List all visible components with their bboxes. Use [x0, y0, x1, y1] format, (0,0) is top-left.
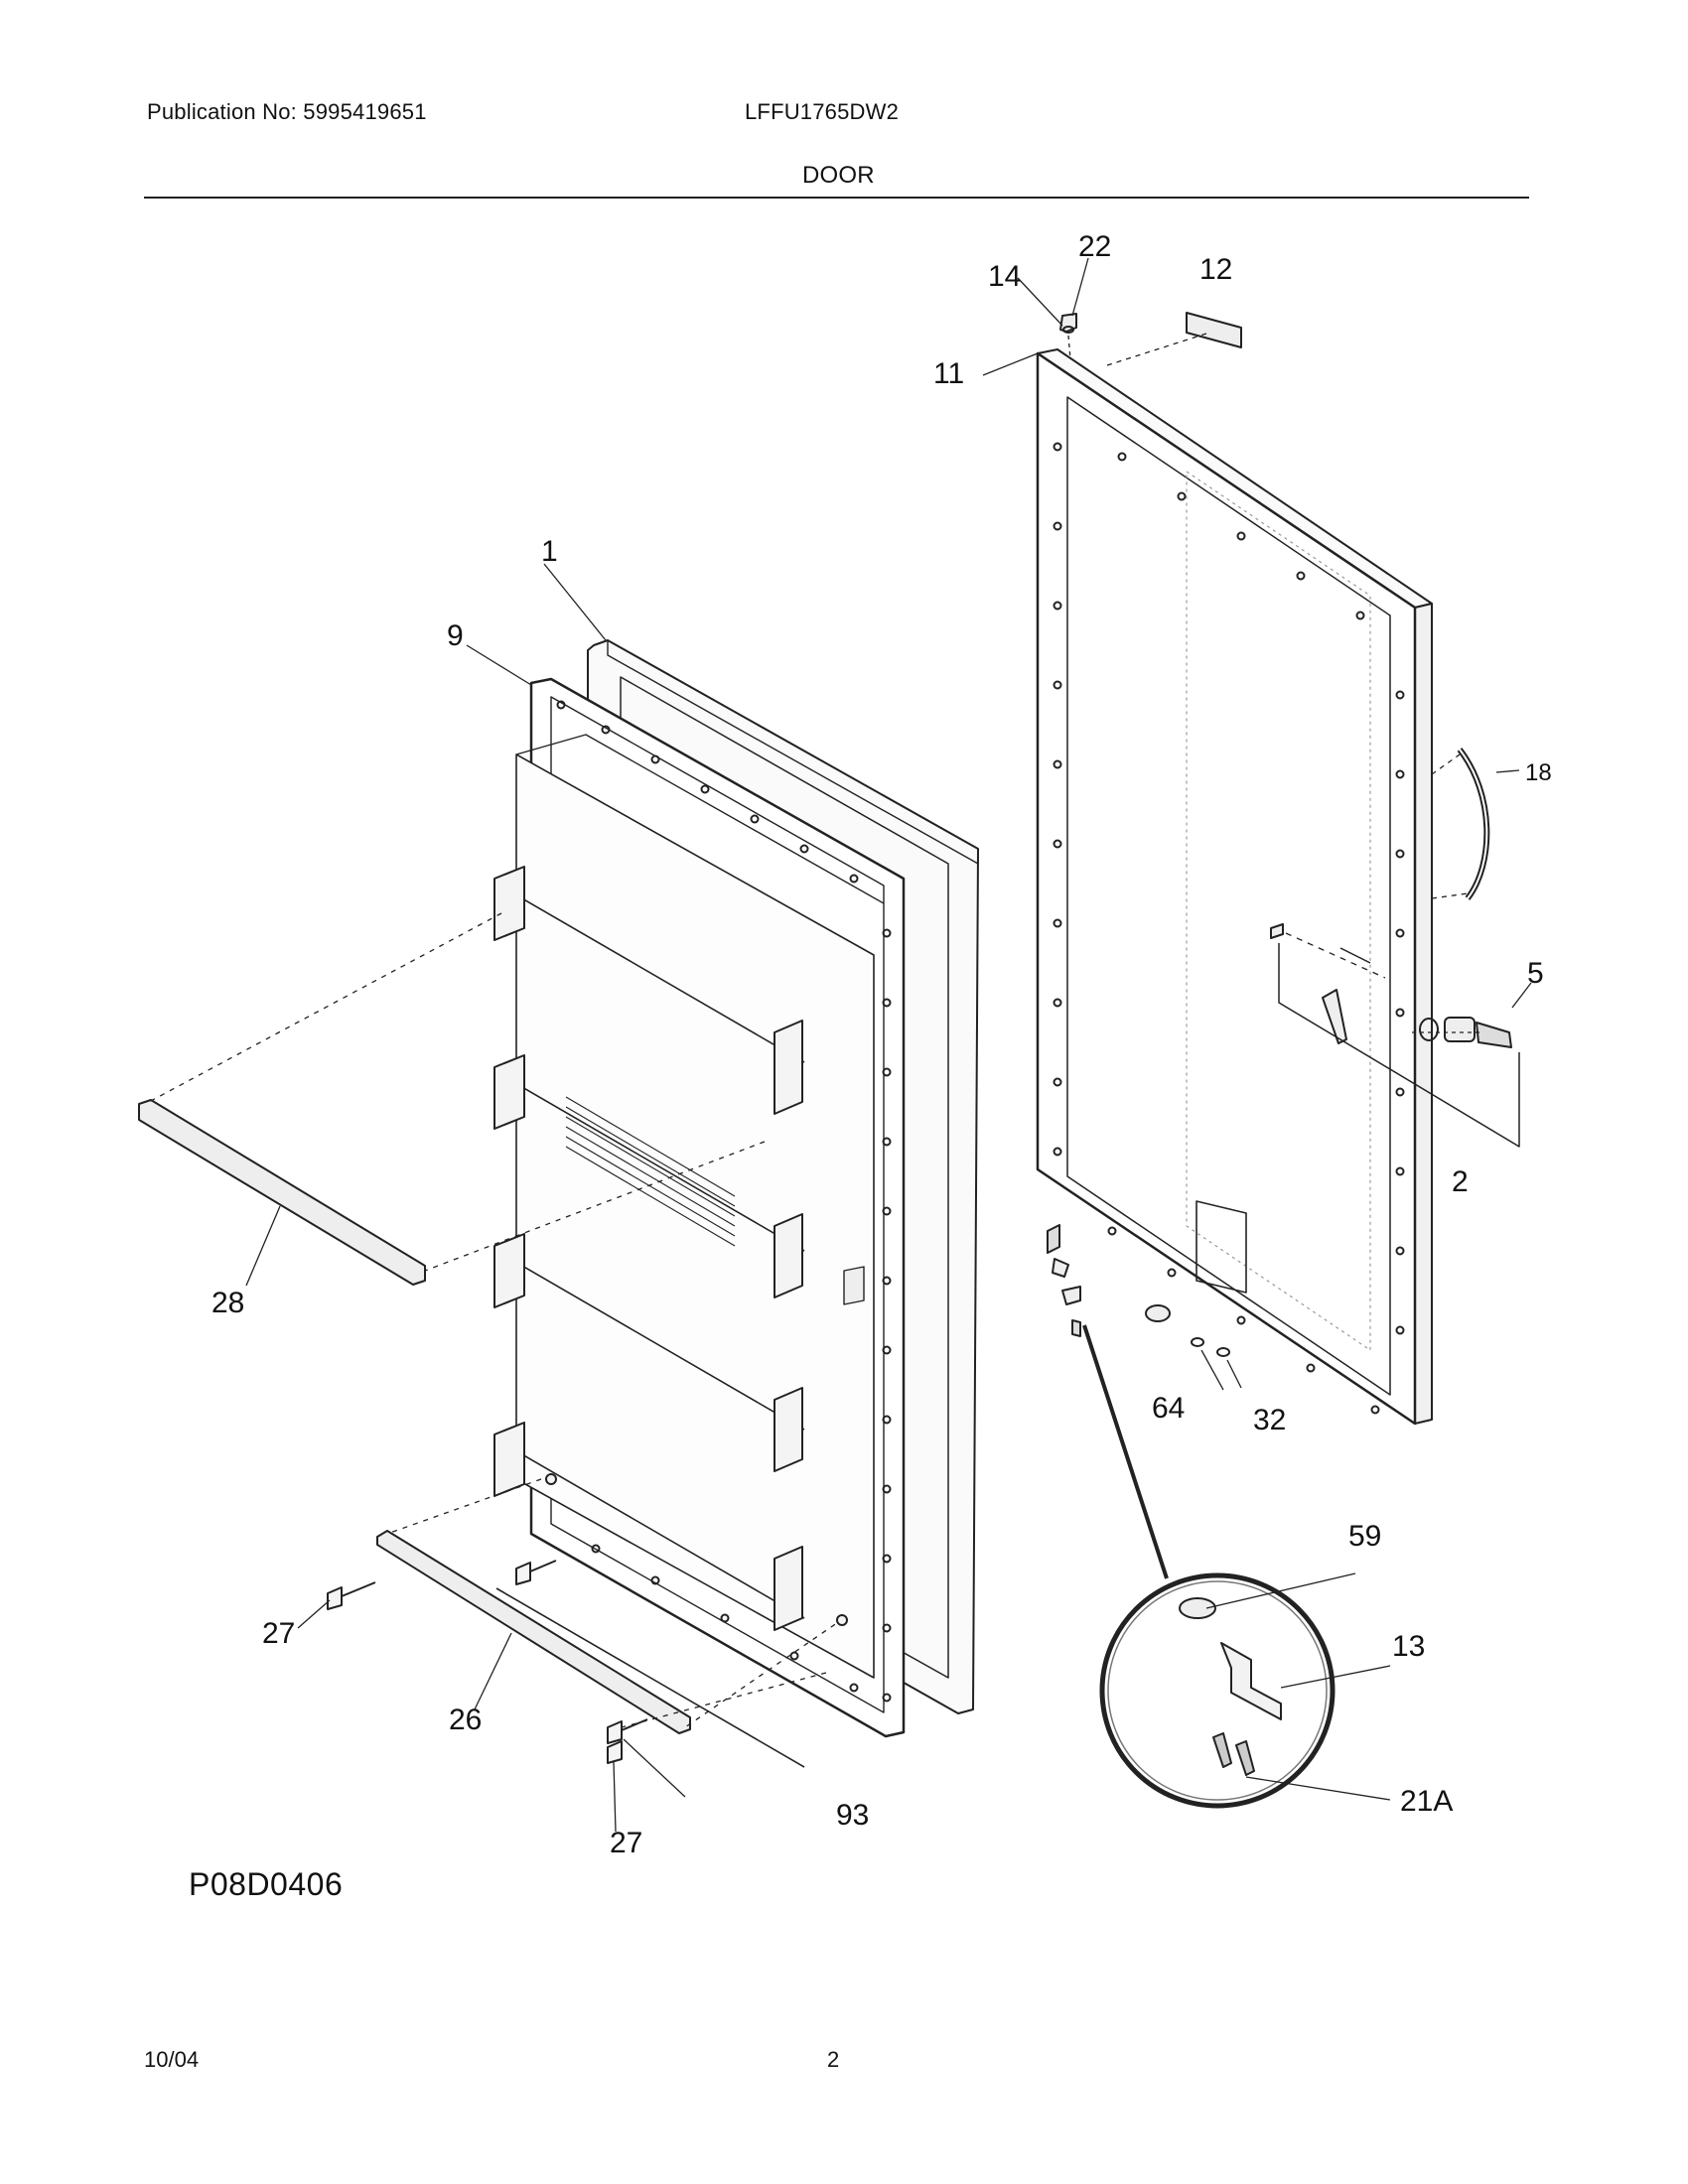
callout-93: 93 [836, 1799, 869, 1832]
callout-13: 13 [1392, 1630, 1425, 1663]
model-number: LFFU1765DW2 [745, 99, 900, 124]
callout-64: 64 [1152, 1392, 1185, 1425]
callout-11: 11 [933, 357, 964, 390]
callout-1: 1 [541, 535, 558, 568]
callout-2: 2 [1452, 1165, 1469, 1198]
page-number: 2 [827, 2047, 840, 2072]
door-handle [1431, 748, 1520, 900]
callout-14: 14 [988, 260, 1021, 293]
inner-door-liner [466, 644, 906, 1768]
callout-28: 28 [211, 1287, 244, 1319]
section-title: DOOR [802, 162, 875, 189]
top-hardware [982, 257, 1242, 376]
callout-22: 22 [1078, 230, 1111, 263]
callout-59: 59 [1348, 1520, 1381, 1553]
callout-21A: 21A [1400, 1785, 1453, 1818]
callout-labels: 1 9 28 27 26 27 93 11 14 22 12 18 5 2 64… [211, 230, 1552, 1859]
header-divider [144, 197, 1529, 199]
fasteners [297, 1473, 848, 1833]
callout-32: 32 [1253, 1404, 1286, 1436]
callout-27-upper: 27 [262, 1617, 295, 1650]
publication-number: Publication No: 5995419651 [147, 99, 427, 124]
lock-assembly [1270, 923, 1532, 1148]
shelf-rail-lower [376, 1478, 845, 1734]
callout-18: 18 [1525, 759, 1552, 786]
callout-5: 5 [1527, 957, 1544, 990]
shelf-rail-upper [138, 912, 766, 1287]
publication-date: 10/04 [144, 2047, 200, 2072]
diagram-code: P08D0406 [189, 1866, 344, 1902]
hinge-hardware [1047, 1224, 1391, 1809]
outer-door-panel [1036, 348, 1433, 1426]
callout-12: 12 [1199, 253, 1232, 286]
callout-26: 26 [449, 1704, 482, 1736]
callout-9: 9 [447, 619, 464, 652]
callout-27-lower: 27 [610, 1827, 642, 1859]
